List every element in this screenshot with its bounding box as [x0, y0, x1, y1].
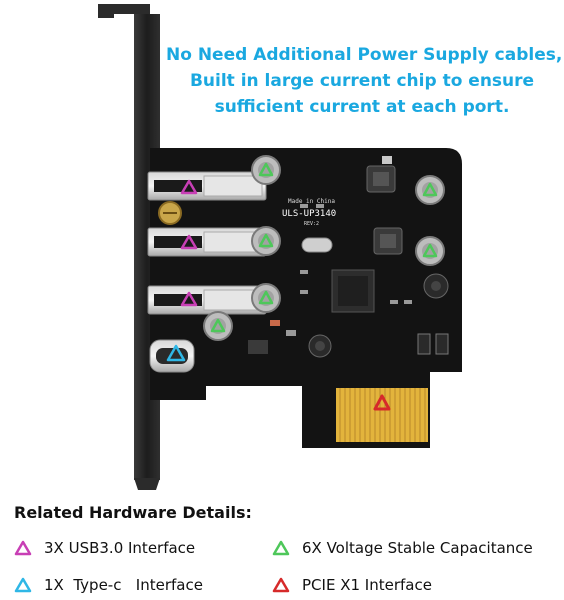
bracket-screw — [158, 201, 182, 225]
capacitor — [415, 175, 445, 205]
board-made-in: Made in China — [288, 198, 335, 205]
power-supply-tagline: No Need Additional Power Supply cables, … — [166, 42, 563, 120]
capacitor-marker-triangle — [258, 233, 274, 248]
inductor — [366, 165, 396, 193]
triangle-icon — [272, 577, 290, 593]
capacitor — [251, 226, 281, 256]
usb-type-c-port — [149, 339, 195, 373]
controller-chip — [331, 269, 375, 313]
usb3-marker-triangle — [180, 291, 198, 307]
legend-item-pcie: PCIE X1 Interface — [272, 576, 432, 594]
inductor — [423, 273, 449, 299]
details-title: Related Hardware Details: — [14, 503, 252, 522]
usb3-marker-triangle — [180, 234, 198, 250]
smd-components — [248, 156, 449, 355]
pcb-board — [150, 148, 462, 448]
usb3-port — [147, 285, 267, 315]
usb3-marker-triangle — [180, 179, 198, 195]
tagline-line: Built in large current chip to ensure — [189, 71, 535, 91]
capacitor — [251, 283, 281, 313]
legend-label: 3X USB3.0 Interface — [44, 539, 196, 557]
capacitor — [203, 311, 233, 341]
legend-item-type-c: 1X Type-c Interface — [14, 576, 203, 594]
triangle-icon — [14, 540, 32, 556]
pcie-marker-triangle — [373, 394, 391, 411]
type-c-marker-triangle — [166, 344, 186, 362]
tagline-line: No Need Additional Power Supply cables, — [166, 45, 563, 65]
legend-label: 1X Type-c Interface — [44, 576, 203, 594]
capacitor-marker-triangle — [422, 182, 438, 197]
inductor — [373, 227, 403, 255]
triangle-icon — [272, 540, 290, 556]
tagline-line: sufficient current at each port. — [214, 97, 510, 117]
capacitor-marker-triangle — [210, 318, 226, 333]
board-rev: REV:2 — [304, 221, 319, 227]
usb3-port — [147, 227, 267, 257]
capacitor-marker-triangle — [258, 290, 274, 305]
pcie-card-illustration: Made in China ULS-UP3140 REV:2 — [98, 4, 462, 490]
legend-label: PCIE X1 Interface — [302, 576, 432, 594]
legend-item-usb3: 3X USB3.0 Interface — [14, 539, 195, 557]
legend-label: 6X Voltage Stable Capacitance — [302, 539, 533, 557]
pcie-x1-connector — [334, 386, 430, 448]
inductor — [308, 334, 332, 358]
usb3-port — [147, 171, 267, 201]
capacitor — [251, 155, 281, 185]
triangle-icon — [14, 577, 32, 593]
capacitor-marker-triangle — [258, 162, 274, 177]
board-model: ULS-UP3140 — [282, 209, 336, 219]
capacitor — [415, 236, 445, 266]
capacitor-marker-triangle — [422, 243, 438, 258]
legend-item-capacitance: 6X Voltage Stable Capacitance — [272, 539, 533, 557]
crystal-oscillator — [301, 237, 333, 253]
